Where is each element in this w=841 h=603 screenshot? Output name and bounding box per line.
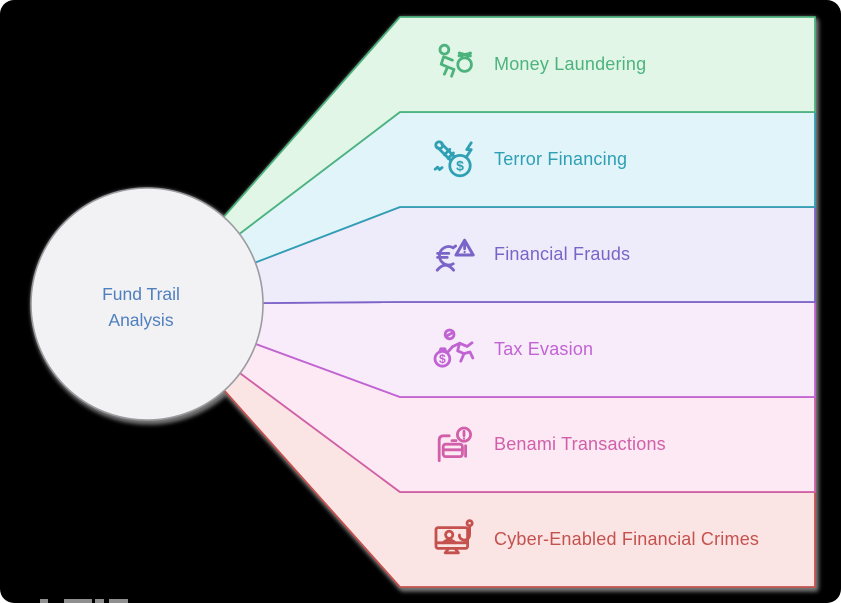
branch-label: Terror Financing	[494, 149, 628, 169]
tax-evasion-icon: $	[433, 328, 475, 368]
benami-transactions-icon	[437, 426, 472, 462]
branch-label: Tax Evasion	[494, 339, 594, 359]
branch-row-terror-financing: $ Terror Financing	[400, 112, 815, 207]
watermark-fragment	[64, 599, 92, 603]
watermark-fragment	[95, 599, 104, 603]
terror-financing-icon: $	[433, 139, 473, 177]
center-circle	[30, 187, 264, 421]
branch-row-financial-frauds: Financial Frauds	[400, 207, 815, 302]
branch-label: Benami Transactions	[494, 434, 666, 454]
center-circle-label: Fund Trail Analysis	[102, 284, 180, 330]
watermark-fragment	[40, 599, 48, 603]
branch-row-cyber-enabled-financial-crimes: Cyber-Enabled Financial Crimes	[400, 492, 815, 587]
financial-frauds-icon	[435, 238, 475, 272]
branch-label: Cyber-Enabled Financial Crimes	[494, 529, 760, 549]
branch-row-money-laundering: Money Laundering	[400, 17, 815, 112]
money-laundering-icon	[438, 43, 473, 78]
branch-row-tax-evasion: $ Tax Evasion	[400, 302, 815, 397]
branch-band-money-laundering	[146, 16, 816, 305]
svg-text:$: $	[456, 157, 464, 173]
cyber-enabled-financial-crimes-icon	[434, 518, 474, 554]
watermark-fragment	[109, 599, 128, 603]
branch-row-benami-transactions: Benami Transactions	[400, 397, 815, 492]
branch-label: Financial Frauds	[494, 244, 631, 264]
branch-label: Money Laundering	[494, 54, 647, 74]
branch-bands-group	[146, 16, 816, 588]
svg-text:$: $	[439, 352, 446, 366]
